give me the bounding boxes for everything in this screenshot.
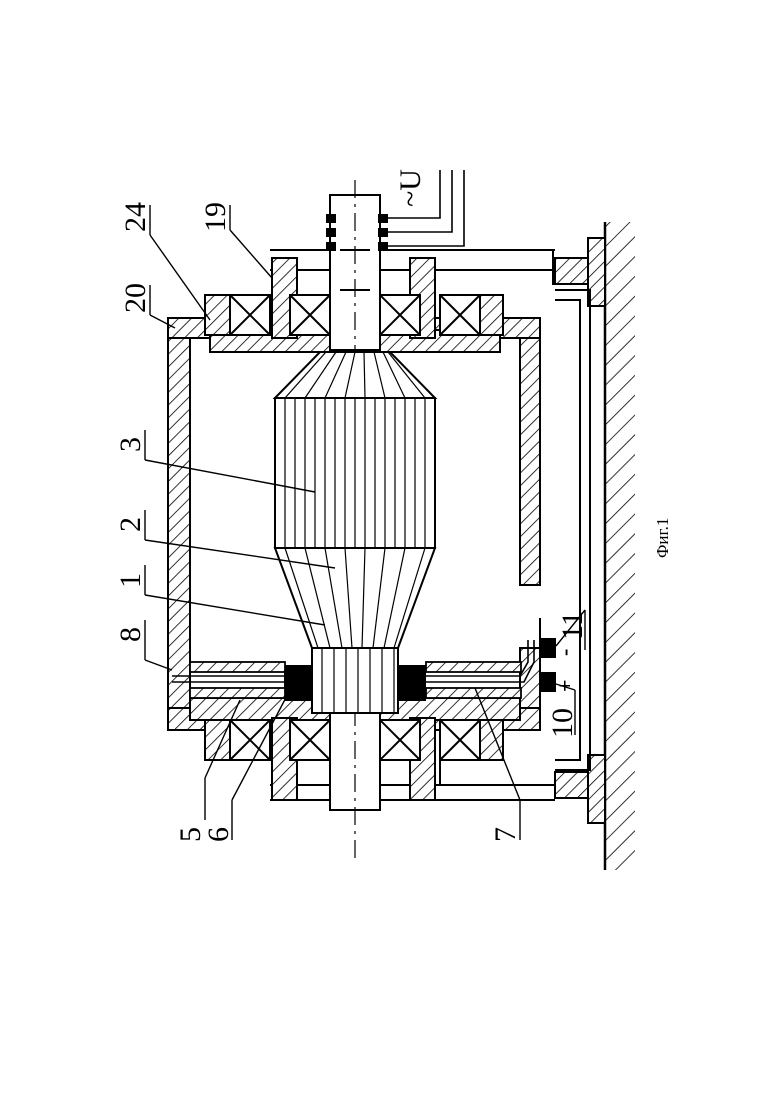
label-10: 10 <box>546 708 579 738</box>
ground-base <box>605 222 635 870</box>
label-24: 24 <box>119 202 152 232</box>
label-3: 3 <box>114 437 147 452</box>
terminal-minus-sign: - <box>552 649 577 656</box>
label-20: 20 <box>119 283 152 313</box>
support-foot-top <box>555 238 605 306</box>
figure-caption: Фиг.1 <box>653 518 672 558</box>
label-2: 2 <box>114 517 147 532</box>
support-foot-bottom <box>555 755 605 823</box>
supply-label: ~U <box>394 169 427 207</box>
label-6: 6 <box>202 827 235 842</box>
label-19: 19 <box>199 202 232 232</box>
label-8: 8 <box>114 627 147 642</box>
label-7: 7 <box>489 827 522 842</box>
label-1: 1 <box>114 573 147 588</box>
label-11: 11 <box>556 611 589 640</box>
